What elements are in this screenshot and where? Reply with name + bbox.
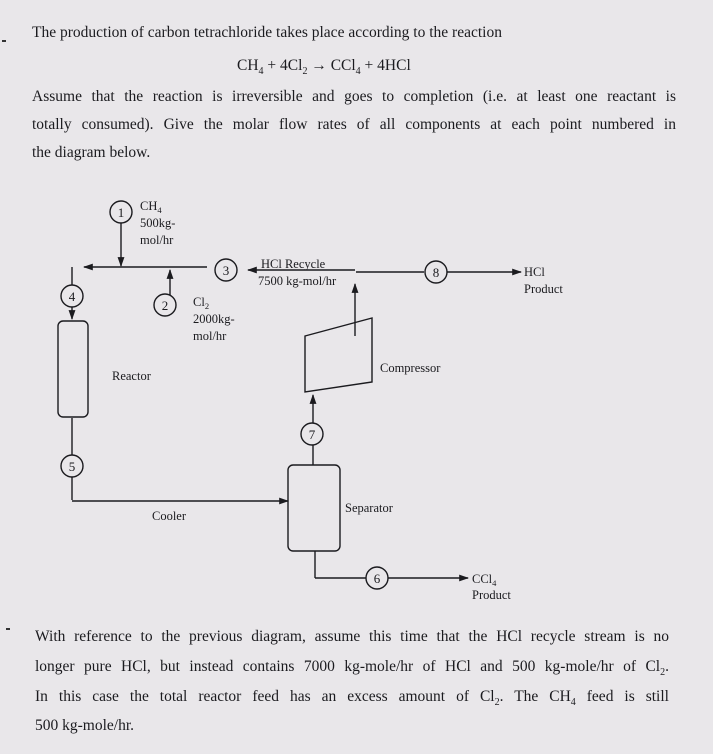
stream-4-number: 4 <box>69 289 76 304</box>
stream-1-unit: mol/hr <box>140 233 174 247</box>
ccl4-product-line2: Product <box>472 588 511 602</box>
separator-vessel <box>287 464 341 552</box>
stream-7-number: 7 <box>309 427 316 442</box>
compressor-label: Compressor <box>380 361 441 375</box>
stream-6-circle <box>365 566 389 590</box>
stream-8-circle <box>424 260 448 284</box>
compressor-shape <box>304 317 373 393</box>
reaction-equation: CH4 + 4Cl2 → CCl4 + 4HCl <box>237 57 411 78</box>
q2-line2: longer pure HCl, but instead contains 70… <box>35 658 669 679</box>
stream-2-unit: mol/hr <box>193 329 227 343</box>
q1-line3: the diagram below. <box>32 144 151 161</box>
hcl-product-line2: Product <box>524 282 563 296</box>
stream-5-number: 5 <box>69 459 76 474</box>
stream-8-number: 8 <box>433 265 440 280</box>
q1-line2: totally consumed). Give the molar flow r… <box>32 116 676 133</box>
q1-line1: Assume that the reaction is irreversible… <box>32 88 676 105</box>
separator-label: Separator <box>345 501 394 515</box>
reactor-vessel <box>57 320 89 418</box>
reactor-label: Reactor <box>112 369 152 383</box>
hcl-product-line1: HCl <box>524 265 545 279</box>
stream-2-circle <box>153 293 177 317</box>
stream-2-amount: 2000kg- <box>193 312 235 326</box>
q1-intro: The production of carbon tetrachloride t… <box>32 24 502 41</box>
q2-line1: With reference to the previous diagram, … <box>35 628 669 645</box>
stream-3-circle <box>214 258 238 282</box>
cooler-label: Cooler <box>152 509 187 523</box>
stream-7-circle <box>300 422 324 446</box>
stream-1-circle <box>109 200 133 224</box>
stream-6-number: 6 <box>374 571 381 586</box>
list-bullet-2 <box>6 628 10 630</box>
stream-1-number: 1 <box>118 205 125 220</box>
ccl4-product-line1: CCl4 <box>472 572 497 588</box>
stream-2-number: 2 <box>162 298 169 313</box>
stream-2-species: Cl2 <box>193 295 209 311</box>
stream-4-circle <box>60 284 84 308</box>
q2-line4: 500 kg-mole/hr. <box>35 717 135 734</box>
stream-5-circle <box>60 454 84 478</box>
list-bullet-1 <box>2 40 6 42</box>
stream-1-species: CH4 <box>140 199 162 215</box>
stream-1-amount: 500kg- <box>140 216 175 230</box>
stream-3-number: 3 <box>223 263 230 278</box>
recycle-label: HCl Recycle <box>261 257 326 271</box>
recycle-flow: 7500 kg-mol/hr <box>258 274 337 288</box>
q2-line3: In this case the total reactor feed has … <box>35 688 669 709</box>
